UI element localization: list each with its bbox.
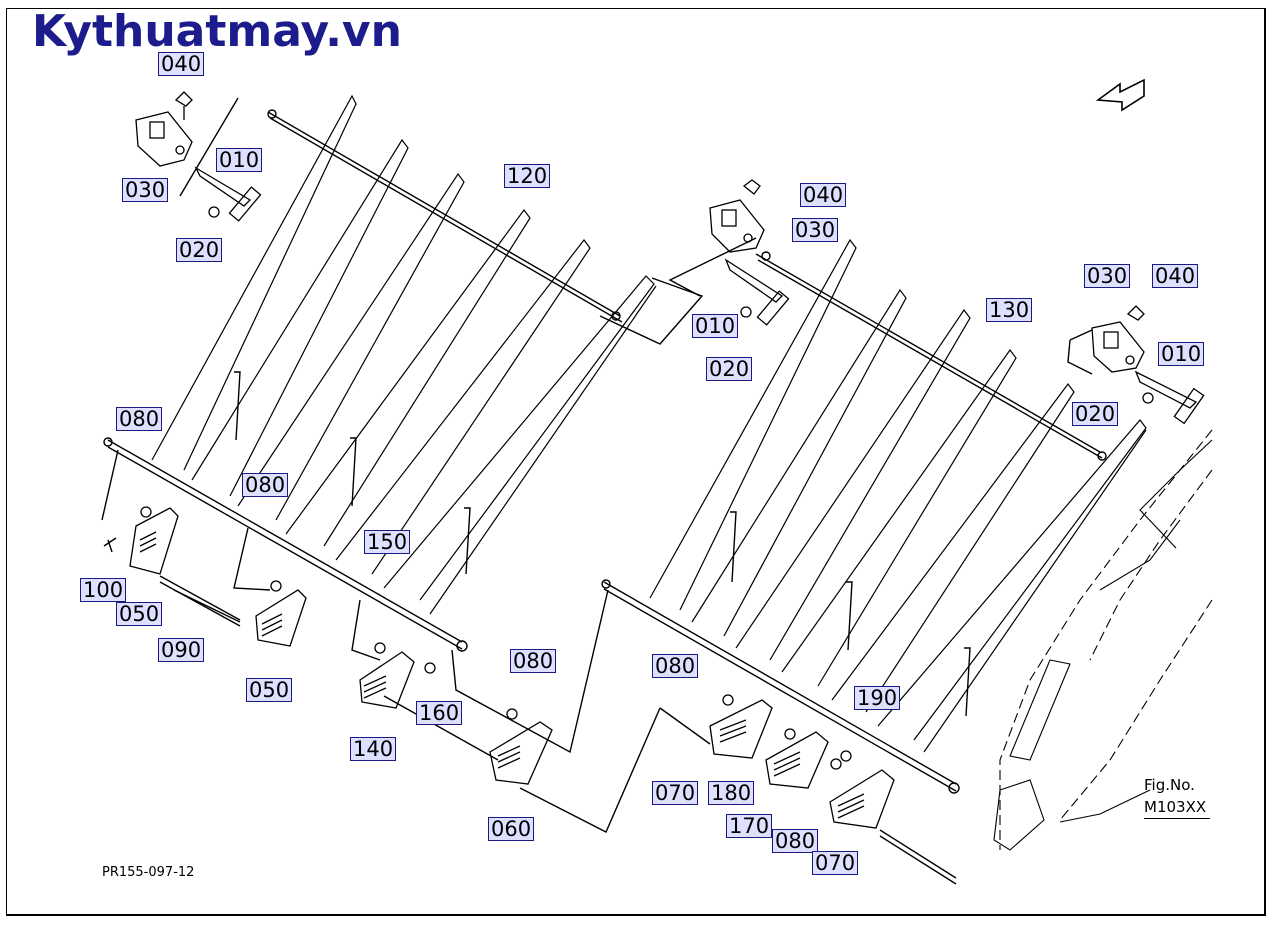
hooks-left: [234, 371, 471, 575]
callout-080[interactable]: 080: [242, 473, 289, 497]
callout-070[interactable]: 070: [812, 851, 859, 875]
machine-body: [993, 439, 1213, 851]
lower-rod-left: [103, 437, 468, 652]
spring-bracket-050b: [255, 580, 307, 647]
callout-190[interactable]: 190: [854, 686, 901, 710]
drawing-border: [6, 8, 1266, 916]
callout-060[interactable]: 060: [488, 817, 535, 841]
callout-180[interactable]: 180: [708, 781, 755, 805]
callout-050[interactable]: 050: [116, 602, 163, 626]
upper-rod-right: [755, 251, 1107, 461]
bracket-assembly-tc: [709, 179, 790, 326]
spring-bracket-170: [765, 728, 852, 789]
callout-050[interactable]: 050: [246, 678, 293, 702]
lifter-wires-left: [151, 94, 657, 615]
callout-010[interactable]: 010: [692, 314, 739, 338]
callout-080[interactable]: 080: [510, 649, 557, 673]
lower-rod-right: [601, 579, 960, 794]
hooks-right: [730, 511, 971, 717]
callout-100[interactable]: 100: [80, 578, 127, 602]
callout-010[interactable]: 010: [1158, 342, 1205, 366]
callout-040[interactable]: 040: [1152, 264, 1199, 288]
machine-outline: [999, 429, 1213, 850]
spring-bracket-050a: [129, 506, 179, 575]
bracket-assembly-tr: [1091, 305, 1205, 425]
spring-bracket-070b: [829, 758, 895, 829]
figure-number-block: Fig.No. M103XX: [1144, 774, 1211, 819]
drawing-code: PR155-097-12: [102, 865, 195, 880]
callout-120[interactable]: 120: [504, 164, 551, 188]
callout-010[interactable]: 010: [216, 148, 263, 172]
callout-140[interactable]: 140: [350, 737, 397, 761]
callout-080[interactable]: 080: [652, 654, 699, 678]
callout-030[interactable]: 030: [792, 218, 839, 242]
site-watermark: Kythuatmay.vn: [32, 6, 402, 57]
direction-arrow: [1095, 78, 1145, 112]
rod-090: [159, 575, 241, 621]
lifter-wires-right: [649, 238, 1147, 753]
callout-040[interactable]: 040: [158, 52, 205, 76]
callout-020[interactable]: 020: [1072, 402, 1119, 426]
callout-090[interactable]: 090: [158, 638, 205, 662]
callout-020[interactable]: 020: [706, 357, 753, 381]
callout-030[interactable]: 030: [1084, 264, 1131, 288]
spring-bracket-070a: [709, 694, 773, 759]
callout-150[interactable]: 150: [364, 530, 411, 554]
spring-bracket-060: [489, 708, 553, 785]
callout-080[interactable]: 080: [772, 829, 819, 853]
callout-170[interactable]: 170: [726, 814, 773, 838]
figure-label: Fig.No.: [1144, 776, 1195, 794]
spring-bracket-140: [359, 642, 436, 709]
bracket-assembly-tl: [135, 91, 262, 222]
callout-130[interactable]: 130: [986, 298, 1033, 322]
callout-020[interactable]: 020: [176, 238, 223, 262]
callout-030[interactable]: 030: [122, 178, 169, 202]
callout-080[interactable]: 080: [116, 407, 163, 431]
figure-number: M103XX: [1144, 796, 1211, 819]
callout-070[interactable]: 070: [652, 781, 699, 805]
callout-160[interactable]: 160: [416, 701, 463, 725]
callout-040[interactable]: 040: [800, 183, 847, 207]
